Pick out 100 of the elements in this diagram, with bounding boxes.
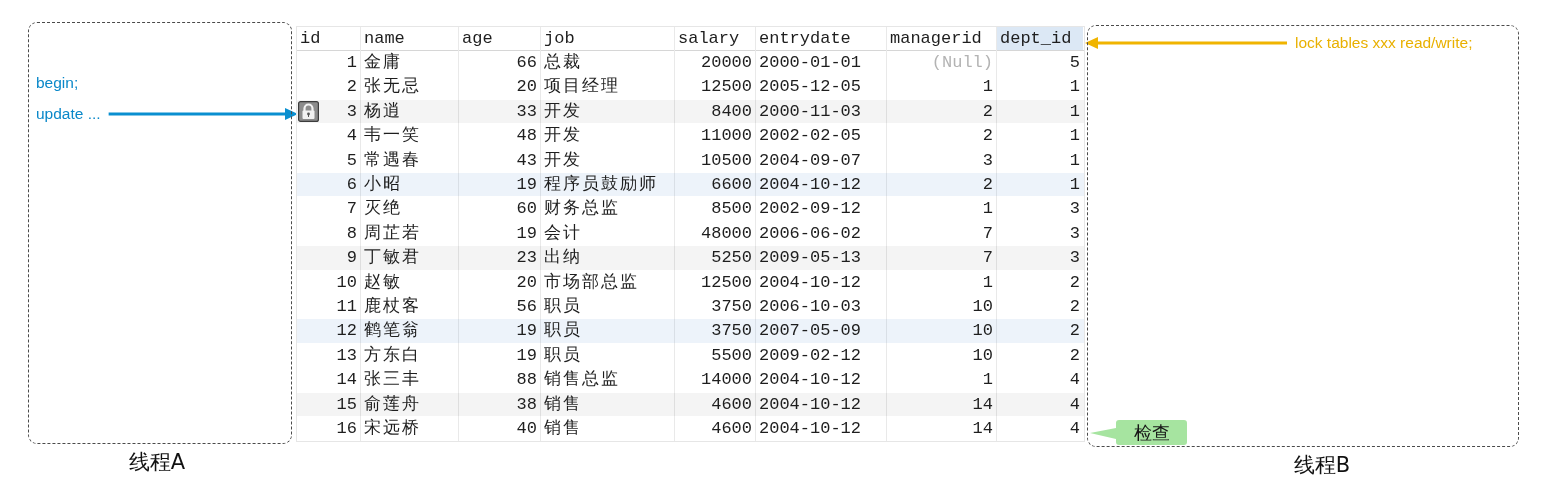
id-value: 11 — [335, 296, 357, 318]
age-value: 56 — [515, 296, 537, 318]
entry-date: 2007-05-09 — [759, 320, 863, 343]
dept-id-value: 1 — [1068, 76, 1080, 99]
name-value: 俞莲舟 — [364, 393, 422, 416]
manager-id: 10 — [971, 344, 993, 367]
name-value: 杨逍 — [364, 100, 403, 123]
job-title: 程序员鼓励师 — [544, 173, 659, 196]
salary-value: 48000 — [700, 222, 752, 245]
salary-value: 4600 — [710, 393, 752, 416]
id-value: 3 — [345, 100, 357, 123]
job-title: 职员 — [544, 320, 583, 343]
id-value: 10 — [335, 271, 357, 294]
job-title: 销售 — [544, 418, 583, 440]
name-value: 鹿杖客 — [364, 295, 422, 318]
entry-date: 2004-10-12 — [759, 369, 863, 392]
salary-value: 11000 — [700, 125, 752, 148]
name-value: 小昭 — [364, 174, 403, 196]
arrow — [108, 108, 298, 120]
manager-id: 2 — [981, 174, 993, 196]
dept-id-value: 4 — [1068, 369, 1080, 392]
salary-value: 4600 — [710, 418, 752, 440]
salary-value: 3750 — [710, 296, 752, 318]
dept-id-value: 3 — [1068, 247, 1080, 270]
manager-id: 14 — [971, 418, 993, 440]
dept-id-value: 2 — [1068, 296, 1080, 318]
manager-id: 1 — [981, 198, 993, 221]
column-header: dept_id — [997, 27, 1083, 50]
name-value: 金庸 — [364, 51, 403, 74]
job-title: 会计 — [544, 222, 583, 245]
age-value: 38 — [515, 393, 537, 416]
entry-date: 2005-12-05 — [759, 76, 863, 99]
job-title: 职员 — [544, 344, 583, 367]
job-title: 出纳 — [544, 247, 583, 270]
column-header: entrydate — [758, 28, 852, 50]
entry-date: 2006-06-02 — [759, 222, 863, 245]
salary-value: 5500 — [710, 344, 752, 367]
job-title: 职员 — [544, 296, 583, 318]
column-header: age — [461, 28, 494, 50]
entry-date: 2000-01-01 — [759, 52, 863, 74]
name-value: 方东白 — [364, 344, 422, 367]
arrow — [1085, 37, 1287, 49]
name-value: 灭绝 — [364, 198, 403, 221]
manager-id: 2 — [981, 100, 993, 123]
name-value: 常遇春 — [364, 149, 422, 172]
panel-title: 线程A — [128, 449, 186, 476]
manager-id: 14 — [971, 393, 993, 416]
id-value: 16 — [335, 418, 357, 440]
salary-value: 14000 — [700, 369, 752, 392]
age-value: 60 — [515, 198, 537, 221]
salary-value: 10500 — [700, 149, 752, 172]
age-value: 19 — [515, 174, 537, 196]
manager-id: 1 — [981, 76, 993, 99]
dept-id-value: 5 — [1068, 52, 1080, 74]
dept-id-value: 3 — [1068, 198, 1080, 221]
id-value: 13 — [335, 344, 357, 367]
id-value: 6 — [345, 174, 357, 196]
dept-id-value: 4 — [1068, 418, 1080, 440]
callout-bubble: 检查 — [1090, 420, 1187, 445]
name-value: 宋远桥 — [364, 417, 422, 440]
column-header: name — [363, 28, 406, 50]
id-value: 15 — [335, 393, 357, 416]
age-value: 48 — [515, 125, 537, 148]
entry-date: 2004-10-12 — [759, 418, 863, 440]
salary-value: 8500 — [710, 198, 752, 221]
id-value: 1 — [345, 52, 357, 74]
manager-id: 10 — [971, 296, 993, 318]
entry-date: 2000-11-03 — [759, 100, 863, 123]
age-value: 88 — [515, 369, 537, 392]
entry-date: 2002-09-12 — [759, 198, 863, 221]
entry-date: 2004-10-12 — [759, 271, 863, 294]
manager-id: 3 — [981, 149, 993, 172]
manager-id: 2 — [981, 125, 993, 148]
job-title: 销售总监 — [544, 369, 621, 392]
entry-date: 2004-10-12 — [759, 393, 863, 416]
salary-value: 8400 — [710, 100, 752, 123]
entry-date: 2009-02-12 — [759, 344, 863, 367]
age-value: 19 — [515, 222, 537, 245]
salary-value: 3750 — [710, 320, 752, 343]
panel-title: 线程B — [1293, 452, 1351, 479]
entry-date: 2004-10-12 — [759, 174, 863, 196]
data-table — [296, 26, 1085, 442]
age-value: 20 — [515, 76, 537, 99]
entry-date: 2006-10-03 — [759, 296, 863, 318]
manager-id: 1 — [981, 369, 993, 392]
job-title: 开发 — [544, 149, 583, 172]
name-value: 丁敏君 — [364, 247, 422, 270]
id-value: 12 — [335, 320, 357, 343]
age-value: 19 — [515, 344, 537, 367]
id-value: 14 — [335, 369, 357, 392]
entry-date: 2002-02-05 — [759, 125, 863, 148]
age-value: 40 — [515, 418, 537, 440]
age-value: 33 — [515, 100, 537, 123]
job-title: 总裁 — [544, 52, 583, 74]
column-header: job — [543, 28, 576, 50]
entry-date: 2009-05-13 — [759, 247, 863, 270]
dept-id-value: 1 — [1068, 174, 1080, 196]
code-line: lock tables xxx read/write; — [1295, 33, 1473, 53]
age-value: 23 — [515, 247, 537, 270]
age-value: 43 — [515, 149, 537, 172]
